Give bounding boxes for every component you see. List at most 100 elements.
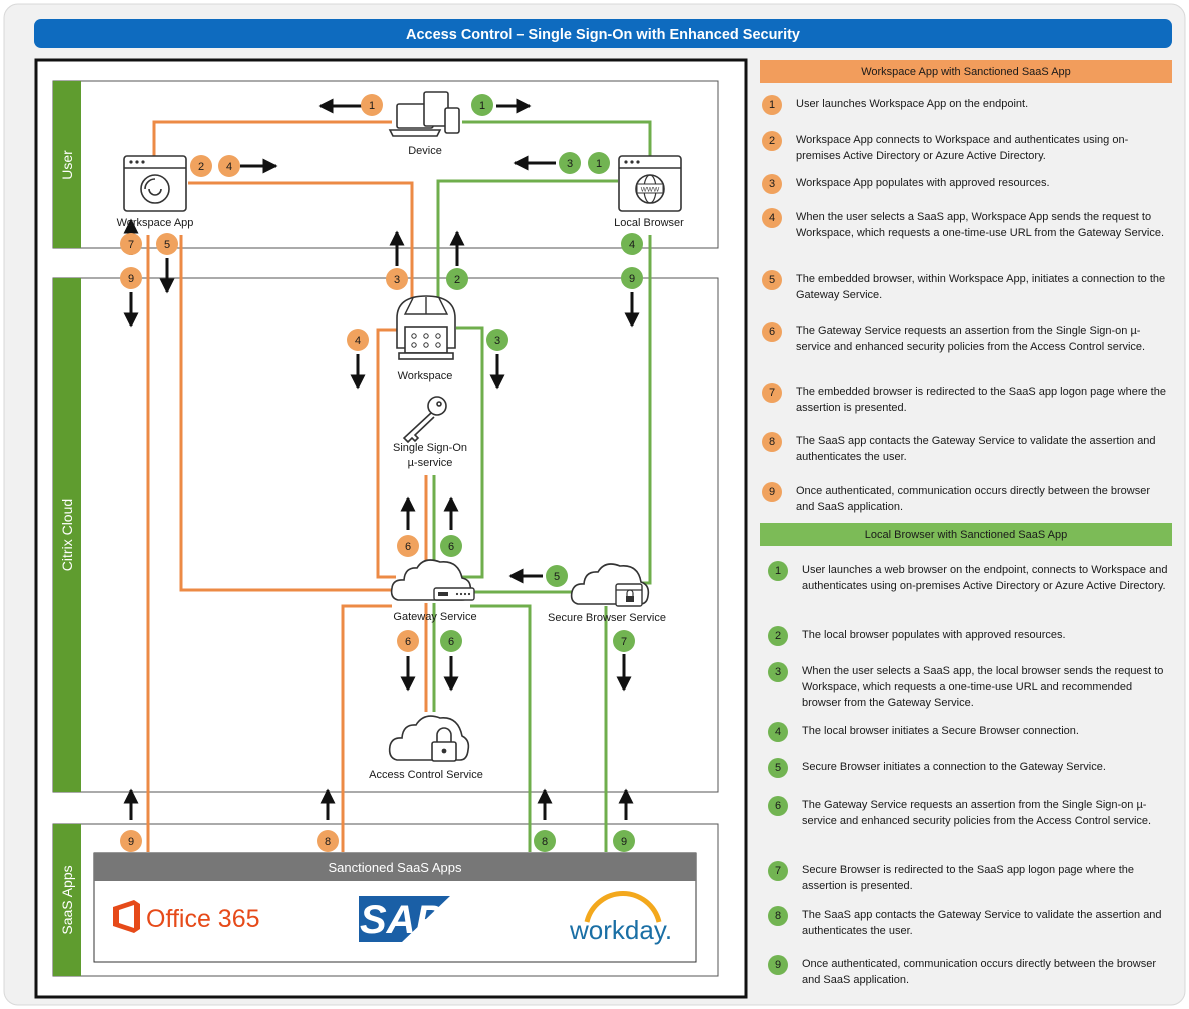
workday-text: workday. bbox=[569, 915, 672, 945]
badge-green-4 bbox=[621, 233, 643, 255]
title-bar bbox=[34, 19, 1172, 48]
sso-label-line2: µ-service bbox=[408, 457, 453, 469]
sanctioned-apps-title: Sanctioned SaaS Apps bbox=[329, 860, 462, 875]
path-gateway-to-saas-orange bbox=[341, 604, 392, 852]
workspace-label: Workspace bbox=[398, 370, 453, 382]
page-title: Access Control – Single Sign-On with Enh… bbox=[406, 27, 800, 43]
badge-orange-9-bottom bbox=[120, 830, 142, 852]
local-browser-icon: WWW bbox=[618, 155, 682, 212]
gateway-label: Gateway Service bbox=[393, 611, 476, 623]
badge-green-9-top bbox=[621, 267, 643, 289]
badge-green-3 bbox=[486, 329, 508, 351]
svg-text:4: 4 bbox=[355, 335, 361, 347]
badge-green-6-top bbox=[440, 535, 462, 557]
svg-text:8: 8 bbox=[325, 836, 331, 848]
office365-text: Office 365 bbox=[146, 905, 260, 933]
svg-text:3: 3 bbox=[494, 335, 500, 347]
svg-text:8: 8 bbox=[542, 836, 548, 848]
badge-orange-6-bottom bbox=[397, 630, 419, 652]
zone-cloud-band bbox=[53, 278, 81, 792]
key-icon bbox=[402, 396, 447, 444]
badge-green-1 bbox=[471, 94, 493, 116]
badge-green-8 bbox=[534, 830, 556, 852]
svg-text:WWW: WWW bbox=[641, 187, 660, 194]
badge-orange-4-top bbox=[218, 155, 240, 177]
path-workspace-app-to-workspace bbox=[188, 181, 414, 300]
zone-saas-band bbox=[53, 824, 81, 976]
svg-text:5: 5 bbox=[554, 571, 560, 583]
device-label: Device bbox=[408, 145, 442, 157]
svg-text:9: 9 bbox=[629, 273, 635, 285]
zone-user-label: User bbox=[59, 150, 75, 180]
svg-text:4: 4 bbox=[629, 239, 635, 251]
gateway-cloud-icon bbox=[390, 559, 475, 601]
svg-text:4: 4 bbox=[226, 161, 232, 173]
svg-text:6: 6 bbox=[405, 636, 411, 648]
badge-orange-4 bbox=[347, 329, 369, 351]
badge-green-3-top bbox=[559, 152, 581, 174]
sso-label-line1: Single Sign-On bbox=[393, 442, 467, 454]
svg-text:1: 1 bbox=[369, 100, 375, 112]
secure-browser-cloud-icon bbox=[570, 563, 650, 607]
access-control-cloud-icon bbox=[388, 715, 470, 762]
badge-orange-8 bbox=[317, 830, 339, 852]
diagram-badges: 1 1 2 4 3 1 7 5 9 3 2 4 9 4 3 6 6 5 bbox=[120, 94, 643, 852]
sap-text: SAP bbox=[360, 898, 443, 942]
zone-cloud bbox=[52, 277, 719, 793]
svg-text:1: 1 bbox=[479, 100, 485, 112]
svg-text:6: 6 bbox=[448, 541, 454, 553]
workspace-icon bbox=[396, 295, 456, 360]
badge-orange-3 bbox=[386, 268, 408, 290]
badge-orange-2 bbox=[190, 155, 212, 177]
green-legend-header bbox=[760, 523, 1172, 546]
svg-text:7: 7 bbox=[128, 239, 134, 251]
badge-green-2 bbox=[446, 268, 468, 290]
svg-text:5: 5 bbox=[164, 239, 170, 251]
badge-orange-5 bbox=[156, 233, 178, 255]
workspace-app-icon bbox=[123, 155, 187, 212]
badge-green-9-bottom bbox=[613, 830, 635, 852]
orange-legend-title: Workspace App with Sanctioned SaaS App bbox=[861, 66, 1071, 78]
acs-label: Access Control Service bbox=[369, 769, 483, 781]
path-workspace-app-to-gateway bbox=[179, 235, 392, 592]
zone-saas-label: SaaS Apps bbox=[59, 865, 75, 934]
path-device-to-local-browser bbox=[462, 120, 652, 156]
svg-text:2: 2 bbox=[454, 274, 460, 286]
device-icon bbox=[388, 91, 460, 137]
badge-orange-9-top bbox=[120, 267, 142, 289]
svg-text:3: 3 bbox=[394, 274, 400, 286]
workday-logo: workday. bbox=[569, 891, 672, 945]
path-device-to-workspace-app bbox=[152, 120, 392, 156]
svg-text:6: 6 bbox=[405, 541, 411, 553]
svg-text:1: 1 bbox=[596, 158, 602, 170]
svg-text:6: 6 bbox=[448, 636, 454, 648]
badge-green-7 bbox=[613, 630, 635, 652]
badge-orange-6-top bbox=[397, 535, 419, 557]
svg-text:2: 2 bbox=[198, 161, 204, 173]
badge-green-5 bbox=[546, 565, 568, 587]
orange-legend-header bbox=[760, 60, 1172, 83]
path-workspace-to-gateway-green bbox=[456, 326, 484, 579]
path-local-browser-to-workspace bbox=[436, 179, 618, 300]
secure-browser-label: Secure Browser Service bbox=[548, 612, 666, 624]
sap-logo: SAP bbox=[359, 896, 450, 942]
svg-text:9: 9 bbox=[621, 836, 627, 848]
svg-text:9: 9 bbox=[128, 836, 134, 848]
workspace-app-label: Workspace App bbox=[117, 217, 194, 229]
svg-text:9: 9 bbox=[128, 273, 134, 285]
office365-logo: Office 365 bbox=[113, 900, 260, 933]
svg-text:3: 3 bbox=[567, 158, 573, 170]
orange-paths bbox=[146, 120, 428, 852]
local-browser-label: Local Browser bbox=[614, 217, 684, 229]
green-legend-title: Local Browser with Sanctioned SaaS App bbox=[865, 529, 1067, 541]
sanctioned-apps-header bbox=[94, 853, 696, 881]
badge-orange-1 bbox=[361, 94, 383, 116]
zone-user-band bbox=[53, 81, 81, 248]
svg-text:7: 7 bbox=[621, 636, 627, 648]
badge-orange-7 bbox=[120, 233, 142, 255]
zone-cloud-label: Citrix Cloud bbox=[59, 499, 75, 571]
badge-green-6-bottom bbox=[440, 630, 462, 652]
badge-green-1-top bbox=[588, 152, 610, 174]
path-workspace-to-gateway-orange bbox=[376, 328, 400, 579]
